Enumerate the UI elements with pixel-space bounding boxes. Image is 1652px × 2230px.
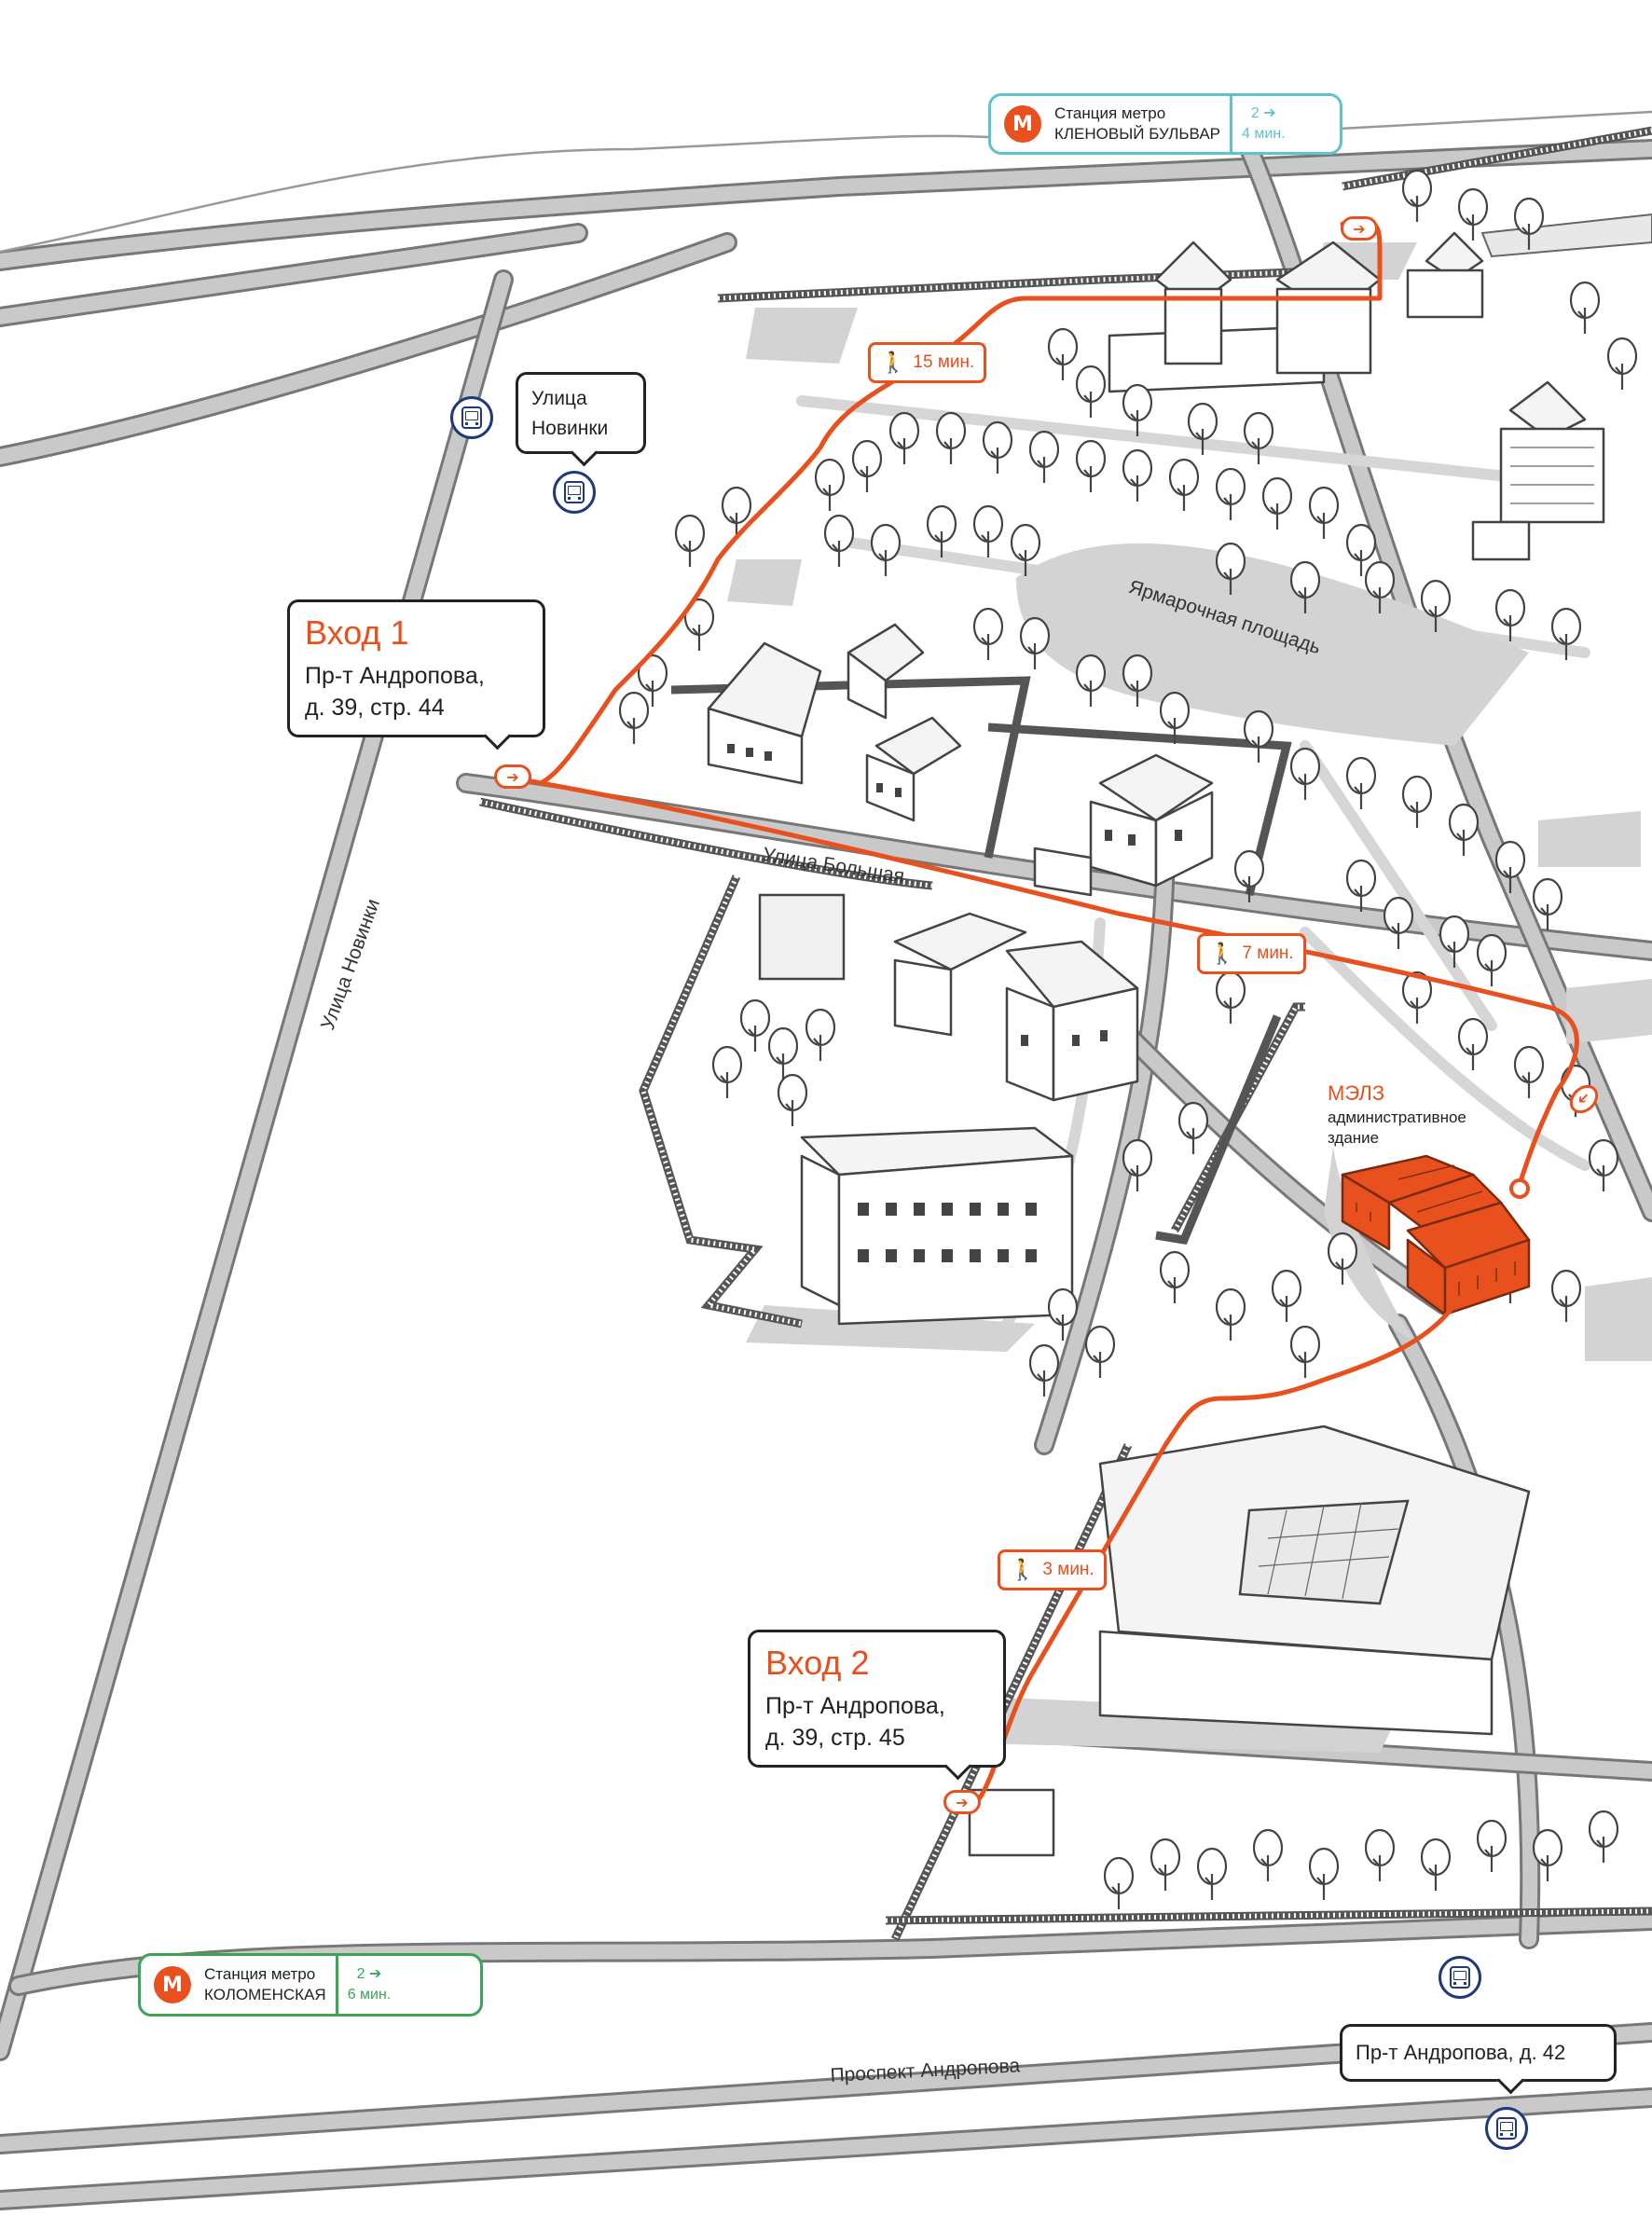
metro-label: Станция метро [204,1965,316,1983]
walking-route [505,221,1579,1802]
bus-stop-name-line1: Улица [531,388,587,409]
metro-walk-time: 6 мин. [347,1987,392,2003]
church-cluster [1108,231,1605,561]
office-block [800,1126,1074,1326]
bus-stop-name: Пр-т Андропова, д. 42 [1356,2041,1566,2064]
metro-line-indicator: 2 ➔ [1250,105,1276,121]
metro-label: Станция метро [1054,104,1166,122]
metro-station-name: КЛЕНОВЫЙ БУЛЬВАР [1054,125,1220,143]
entry-1-arrow-icon[interactable]: ➔ [494,764,531,789]
long-buildings [758,893,1139,1102]
entry-1-callout[interactable]: Вход 1 Пр-т Андропова, д. 39, стр. 44 [287,599,545,750]
pedestrian-icon: 🚶 [1209,942,1235,966]
metro-badge-bottom[interactable]: М Станция метро КОЛОМЕНСКАЯ 2 ➔ 6 мин. [138,1953,483,2017]
middle-manor [1033,753,1214,897]
walk-time-7: 🚶 7 мин. [1197,933,1306,974]
mlz-title: МЭЛЗ [1328,1081,1385,1105]
bus-icon[interactable] [1485,2107,1528,2150]
plazas [727,242,1652,1753]
entry-1-address-line2: д. 39, стр. 44 [305,695,445,721]
entry-2-title: Вход 2 [765,1644,870,1682]
entry-2-address-line2: д. 39, стр. 45 [765,1725,905,1751]
entry-1-title: Вход 1 [305,613,409,652]
mlz-building [1341,1154,1531,1316]
metro-icon: М [154,1966,191,2003]
mlz-subtitle-line2: здание [1328,1129,1380,1147]
metro-line-indicator: 2 ➔ [356,1966,382,1982]
bus-icon[interactable] [553,471,596,514]
metro-station-name: КОЛОМЕНСКАЯ [204,1986,326,2003]
bridge [1480,213,1652,258]
bus-stop-name-line2: Новинки [531,418,609,439]
metro-walk-time: 4 мин. [1242,126,1286,142]
manor-complex [707,623,962,822]
bus-icon[interactable] [450,396,493,439]
bus-icon[interactable] [1439,1956,1481,1999]
mlz-label[interactable]: МЭЛЗ административное здание [1328,1081,1466,1149]
bus-stop-andropova-42[interactable]: Пр-т Андропова, д. 42 [1340,2024,1617,2095]
metro-badge-top[interactable]: М Станция метро КЛЕНОВЫЙ БУЛЬВАР 2 ➔ 4 м… [988,93,1342,155]
walk-time-15: 🚶 15 мин. [868,342,987,383]
entry-1-address-line1: Пр-т Андропова, [305,663,485,689]
pedestrian-icon: 🚶 [1010,1558,1036,1582]
sports-hall [968,1425,1531,1857]
destination-marker [1509,1178,1530,1199]
metro-icon: М [1004,105,1041,143]
walk-time-3: 🚶 3 мин. [998,1549,1107,1590]
road-network [0,139,1652,2210]
entry-2-address-line1: Пр-т Андропова, [765,1693,945,1719]
fences [479,126,1652,1941]
pedestrian-icon: 🚶 [880,351,906,375]
entry-2-callout[interactable]: Вход 2 Пр-т Андропова, д. 39, стр. 45 [748,1630,1006,1781]
entry-2-arrow-icon[interactable]: ➔ [943,1790,981,1814]
bus-stop-novinki[interactable]: Улица Новинки [516,372,646,467]
metro-top-arrow-icon[interactable]: ➔ [1341,216,1378,241]
mlz-subtitle-line1: административное [1328,1108,1466,1126]
